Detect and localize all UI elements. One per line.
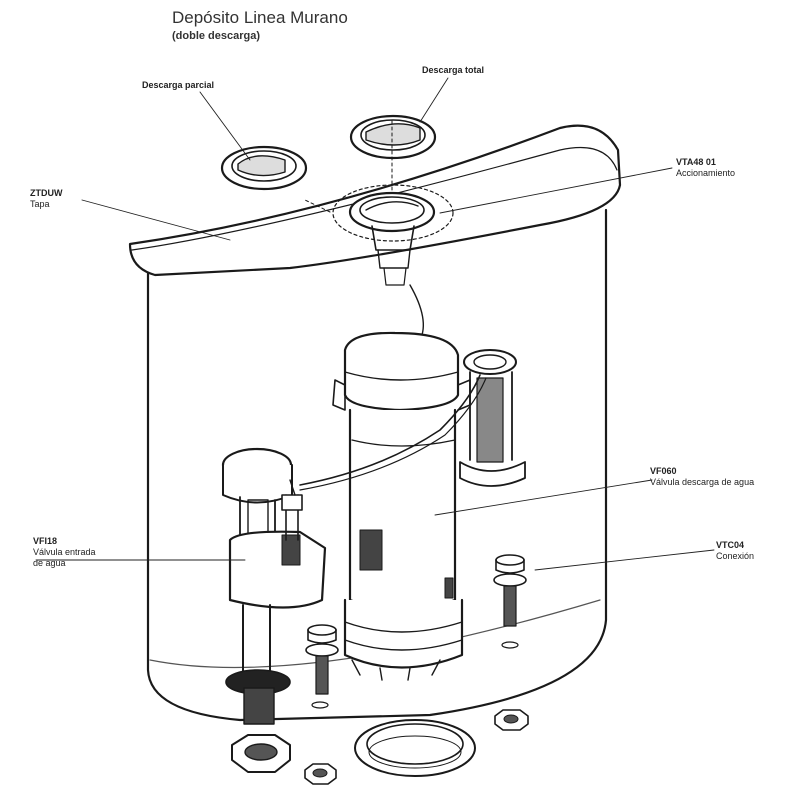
small-nut-left — [304, 763, 337, 785]
actuator — [304, 119, 454, 286]
tank-seal-ring — [354, 719, 476, 777]
leader-lines — [35, 77, 715, 571]
label-flush-valve-name: Válvula descarga de agua — [650, 477, 755, 487]
fill-valve-nut — [231, 734, 291, 773]
label-lid: ZTDUW Tapa — [30, 188, 63, 210]
label-lid-name: Tapa — [30, 199, 50, 209]
label-total-flush: Descarga total — [422, 65, 484, 76]
label-connection: VTC04 Conexión — [716, 540, 754, 562]
label-connection-name: Conexión — [716, 551, 755, 561]
label-fill-valve-name-1: Válvula entrada — [33, 547, 96, 557]
connection-screw-left — [305, 624, 339, 695]
partial-flush-button — [220, 145, 308, 191]
page-title: Depósito Linea Murano — [172, 8, 348, 27]
label-partial-flush-text: Descarga parcial — [142, 80, 215, 90]
overflow-tube — [459, 349, 526, 487]
label-fill-valve-code: VFI18 — [33, 536, 58, 546]
label-actuator-name: Accionamiento — [676, 168, 736, 178]
label-fill-valve-name-2: de agua — [33, 558, 66, 568]
total-flush-button — [349, 114, 437, 160]
connection-screw-right — [493, 554, 527, 627]
label-flush-valve-code: VF060 — [650, 466, 677, 476]
label-total-flush-text: Descarga total — [422, 65, 485, 75]
label-flush-valve: VF060 Válvula descarga de agua — [650, 466, 754, 488]
label-fill-valve: VFI18 Válvula entrada de agua — [33, 536, 96, 569]
label-partial-flush: Descarga parcial — [142, 80, 214, 91]
label-connection-code: VTC04 — [716, 540, 745, 550]
flush-valve — [332, 331, 471, 681]
tank-body — [146, 208, 608, 722]
label-actuator: VTA48 01 Accionamiento — [676, 157, 735, 179]
page-subtitle: (doble descarga) — [172, 30, 261, 42]
fill-valve — [221, 447, 327, 725]
refill-tube — [299, 374, 481, 486]
label-actuator-code: VTA48 01 — [676, 157, 716, 167]
small-nut-right — [494, 709, 529, 731]
label-lid-code: ZTDUW — [30, 188, 63, 198]
